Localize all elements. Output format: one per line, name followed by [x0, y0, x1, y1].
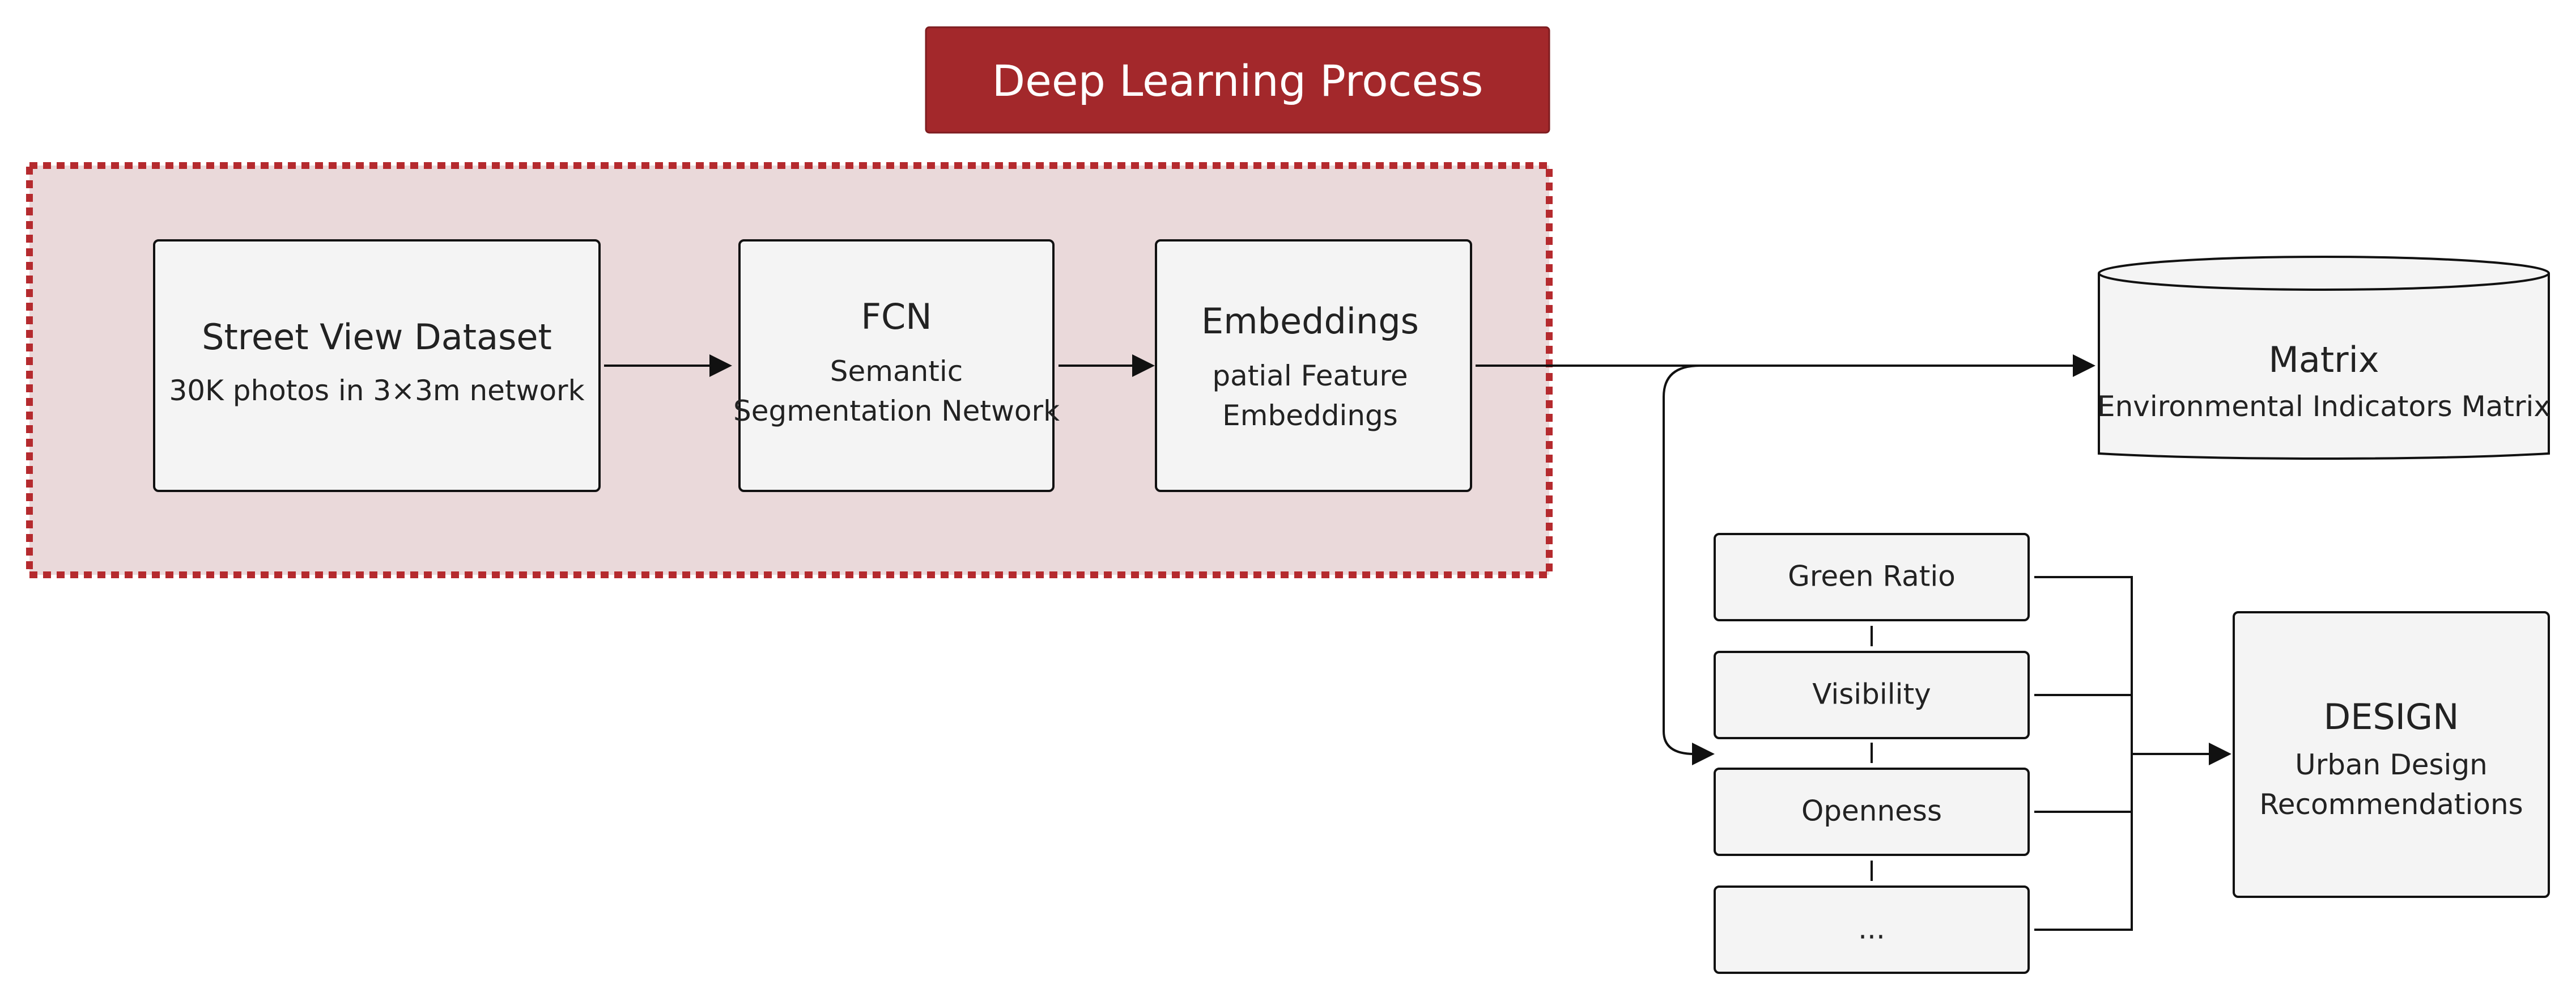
- node-design: DESIGN Urban Design Recommendations: [2233, 611, 2550, 898]
- indicator-label: Openness: [1801, 795, 1942, 828]
- node-design-title: DESIGN: [2324, 696, 2459, 738]
- node-embeddings-line-1: patial Feature: [1212, 359, 1408, 392]
- node-embeddings: Embeddings patial Feature Embeddings: [1155, 239, 1472, 492]
- node-design-line-1: Urban Design: [2295, 748, 2488, 781]
- banner-box: [925, 26, 1550, 134]
- node-fcn-title: FCN: [861, 296, 932, 337]
- indicator-collector: [2034, 576, 2133, 931]
- node-dataset-line-1: 30K photos in 3×3m network: [169, 374, 584, 407]
- node-embeddings-line-2: Embeddings: [1222, 399, 1398, 432]
- indicator-more: ...: [1714, 885, 2030, 974]
- node-fcn: FCN Semantic Segmentation Network: [733, 239, 1060, 492]
- node-dataset-title: Street View Dataset: [202, 316, 552, 358]
- node-embeddings-title: Embeddings: [1201, 300, 1419, 342]
- indicator-green-ratio: Green Ratio: [1714, 533, 2030, 621]
- indicator-label: ...: [1858, 913, 1885, 946]
- node-matrix: Matrix Environmental Indicators Matrix: [2097, 256, 2551, 460]
- node-matrix-line-1: Environmental Indicators Matrix: [2097, 390, 2551, 423]
- indicator-visibility: Visibility: [1714, 651, 2030, 739]
- node-design-line-2: Recommendations: [2259, 788, 2523, 821]
- node-fcn-line-1: Semantic: [830, 355, 963, 388]
- node-matrix-title: Matrix: [2268, 339, 2379, 380]
- indicator-label: Visibility: [1812, 678, 1931, 711]
- indicator-openness: Openness: [1714, 768, 2030, 856]
- indicator-label: Green Ratio: [1788, 560, 1956, 593]
- arrow-branch-to-indicators: [1663, 365, 1715, 765]
- node-fcn-line-2: Segmentation Network: [733, 395, 1060, 427]
- banner-title: Deep Learning Process: [992, 56, 1483, 106]
- node-street-view-dataset: Street View Dataset 30K photos in 3×3m n…: [153, 239, 601, 492]
